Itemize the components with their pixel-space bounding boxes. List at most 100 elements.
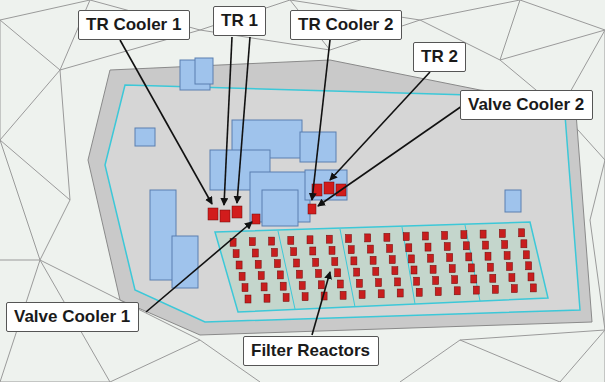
filter-reactor-unit (310, 247, 316, 255)
filter-reactor-unit (346, 235, 352, 243)
filter-reactor-unit (233, 250, 239, 258)
filter-reactor-unit (428, 254, 434, 262)
filter-reactor-unit (452, 276, 458, 284)
filter-reactor-unit (283, 294, 289, 302)
filter-reactor-unit (359, 291, 365, 299)
filter-reactor-unit (425, 243, 431, 251)
filter-reactor-unit (335, 269, 341, 277)
filter-reactor-unit (461, 231, 467, 239)
filter-reactor-unit (351, 257, 357, 265)
filter-reactor-unit (528, 273, 534, 281)
filter-reactor-unit (277, 271, 283, 279)
filter-reactor-unit (373, 267, 379, 275)
filter-reactor-unit (473, 286, 479, 294)
filter-reactor-unit (504, 252, 510, 260)
filter-reactor-unit (406, 244, 412, 252)
filter-reactor-unit (433, 277, 439, 285)
callout-text: TR 1 (221, 11, 258, 31)
filter-reactor-unit (239, 272, 245, 280)
filter-reactor-unit (485, 252, 491, 260)
filter-reactor-unit (367, 245, 373, 253)
filter-reactor-unit (329, 246, 335, 254)
filter-reactor-unit (411, 266, 417, 274)
callout-label: TR Cooler 1 (78, 10, 190, 40)
filter-reactor-unit (299, 282, 305, 290)
filter-reactor-unit (468, 264, 474, 272)
filter-reactor-unit (408, 255, 414, 263)
filter-reactor-unit (492, 285, 498, 293)
filter-reactor-unit (392, 267, 398, 275)
filter-reactor-unit (378, 290, 384, 298)
filter-reactor-unit (416, 288, 422, 296)
callout-text: Valve Cooler 1 (14, 307, 131, 327)
filter-reactor-unit (397, 289, 403, 297)
filter-reactor-unit (444, 243, 450, 251)
filter-reactor-unit (447, 254, 453, 262)
callout-text: Valve Cooler 2 (468, 95, 585, 115)
callout-label: Valve Cooler 2 (460, 90, 593, 120)
callout-text: Filter Reactors (251, 341, 371, 361)
filter-reactor-unit (354, 268, 360, 276)
filter-reactor-unit (245, 295, 251, 303)
filter-reactor-unit (454, 287, 460, 295)
filter-reactor-unit (471, 275, 477, 283)
filter-reactor-unit (466, 253, 472, 261)
filter-reactor-unit (291, 248, 297, 256)
filter-reactor-unit (526, 262, 532, 270)
filter-reactor-unit (340, 291, 346, 299)
filter-reactor-unit (519, 229, 525, 237)
callout-label: Filter Reactors (243, 336, 379, 366)
filter-reactor-unit (348, 246, 354, 254)
filter-reactor-unit (530, 284, 536, 292)
filter-reactor-unit (318, 281, 324, 289)
filter-reactor-unit (435, 288, 441, 296)
filter-reactor-unit (288, 236, 294, 244)
filter-reactor-unit (483, 241, 489, 249)
callout-label: Valve Cooler 1 (6, 302, 139, 332)
filter-reactor-unit (502, 241, 508, 249)
filter-reactor-unit (507, 263, 513, 271)
filter-reactor-unit (376, 279, 382, 287)
filter-reactor-unit (422, 232, 428, 240)
callout-label: TR 2 (413, 42, 466, 72)
filter-reactor-unit (252, 249, 258, 257)
filter-reactor-unit (365, 234, 371, 242)
filter-reactor-unit (326, 235, 332, 243)
filter-reactor-unit (258, 272, 264, 280)
filter-reactor-unit (255, 260, 261, 268)
filter-reactor-unit (274, 260, 280, 268)
filter-reactor-unit (487, 263, 493, 271)
filter-reactor-unit (272, 248, 278, 256)
filter-reactor-unit (356, 279, 362, 287)
filter-reactor-unit (236, 261, 242, 269)
callout-label: TR 1 (213, 6, 266, 36)
filter-reactor-unit (316, 270, 322, 278)
filter-reactor-unit (296, 270, 302, 278)
filter-reactor-unit (313, 258, 319, 266)
filter-reactor-unit (280, 282, 286, 290)
filter-reactor-unit (307, 236, 313, 244)
filter-reactor-unit (264, 294, 270, 302)
callout-label: TR Cooler 2 (290, 10, 402, 40)
filter-reactor-unit (395, 278, 401, 286)
filter-reactor-unit (442, 231, 448, 239)
filter-reactor-unit (389, 256, 395, 264)
filter-reactor-unit (463, 242, 469, 250)
filter-reactor-unit (490, 274, 496, 282)
filter-reactor-unit (337, 280, 343, 288)
filter-reactor-unit (370, 256, 376, 264)
callout-text: TR 2 (421, 47, 458, 67)
filter-reactor-unit (509, 274, 515, 282)
filter-reactor-unit (430, 265, 436, 273)
filter-reactor-unit (387, 244, 393, 252)
filter-reactor-unit (403, 233, 409, 241)
filter-reactor-unit (521, 240, 527, 248)
filter-reactor-unit (294, 259, 300, 267)
callout-text: TR Cooler 1 (86, 15, 182, 35)
filter-reactor-unit (480, 230, 486, 238)
filter-reactor-unit (249, 238, 255, 246)
filter-reactor-unit (384, 233, 390, 241)
filter-reactor-unit (302, 293, 308, 301)
filter-reactor-unit (449, 265, 455, 273)
filter-reactor-unit (414, 277, 420, 285)
